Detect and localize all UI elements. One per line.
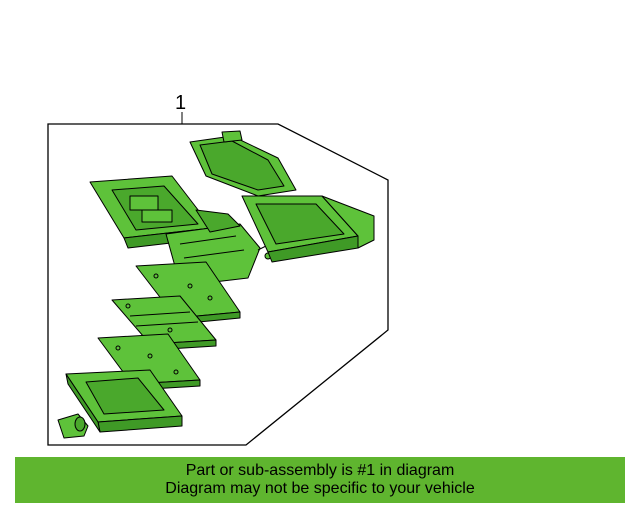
lower-valve-body [65,369,183,433]
oil-pan-cover [189,130,297,197]
banner-line-2: Diagram may not be specific to your vehi… [165,480,475,497]
callout-number: 1 [175,92,187,114]
side-cover [241,195,375,263]
solenoid-connector [57,413,89,439]
parts-diagram [47,112,389,446]
info-banner: Part or sub-assembly is #1 in diagram Di… [15,457,625,503]
banner-line-1: Part or sub-assembly is #1 in diagram [185,462,455,479]
